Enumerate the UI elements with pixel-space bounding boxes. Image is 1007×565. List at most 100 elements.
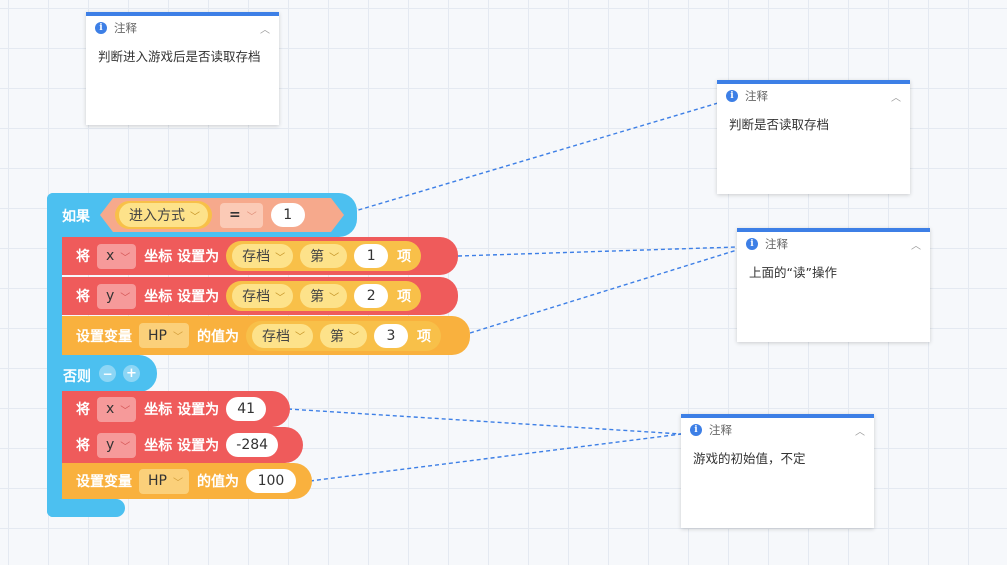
- value-input[interactable]: 100: [245, 469, 296, 493]
- index-input[interactable]: 2: [354, 284, 389, 308]
- index-mode-dropdown[interactable]: 第﹀: [300, 284, 348, 308]
- chevron-down-icon: ﹀: [120, 292, 131, 304]
- connector-line: [469, 249, 738, 334]
- item-suffix: 项: [397, 249, 412, 265]
- note-title: 注释: [745, 89, 768, 103]
- list-item-reporter[interactable]: 存档﹀ 第﹀ 2 项: [226, 281, 422, 311]
- chevron-up-icon[interactable]: ︿: [260, 24, 270, 36]
- block-label: 将: [76, 249, 90, 265]
- connector-line: [457, 246, 738, 257]
- index-mode-dropdown[interactable]: 第﹀: [300, 244, 348, 268]
- list-item-reporter[interactable]: 存档﹀ 第﹀ 1 项: [226, 241, 422, 271]
- item-suffix: 项: [416, 328, 431, 345]
- connector-line: [309, 433, 682, 482]
- axis-dropdown[interactable]: x﹀: [97, 243, 137, 269]
- note-text[interactable]: 判断是否读取存档: [729, 117, 830, 132]
- chevron-down-icon: ﹀: [190, 211, 200, 223]
- chevron-down-icon: ﹀: [275, 292, 286, 304]
- set-x-from-save-block[interactable]: 将 x﹀ 坐标 设置为 存档﹀ 第﹀ 1 项: [62, 237, 458, 275]
- else-label: 否则: [63, 369, 91, 385]
- chevron-down-icon: ﹀: [246, 211, 257, 223]
- block-label: 坐标 设置为: [144, 249, 220, 265]
- chevron-down-icon: ﹀: [348, 332, 359, 343]
- condition-hexagon[interactable]: 进入方式 ﹀ = ﹀ 1: [100, 198, 344, 232]
- axis-dropdown[interactable]: x﹀: [97, 396, 137, 422]
- axis-label: y: [106, 437, 115, 453]
- list-label: 存档: [242, 289, 271, 305]
- set-y-default-block[interactable]: 将 y﹀ 坐标 设置为 -284: [62, 427, 303, 463]
- block-label: 坐标 设置为: [144, 402, 220, 418]
- minus-button[interactable]: −: [99, 365, 116, 382]
- list-dropdown[interactable]: 存档﹀: [232, 244, 294, 268]
- block-label: 将: [76, 289, 90, 305]
- note-title: 注释: [709, 423, 732, 437]
- set-x-default-block[interactable]: 将 x﹀ 坐标 设置为 41: [62, 391, 290, 427]
- plus-icon: +: [126, 366, 137, 381]
- index-input[interactable]: 1: [354, 244, 389, 268]
- chevron-down-icon: ﹀: [120, 405, 131, 417]
- chevron-down-icon: ﹀: [329, 292, 340, 304]
- note-text[interactable]: 游戏的初始值，不定: [693, 451, 806, 466]
- if-block-footer: [47, 499, 125, 517]
- variable-dropdown[interactable]: HP﹀: [139, 468, 189, 494]
- info-icon: i: [690, 424, 702, 436]
- set-hp-default-block[interactable]: 设置变量 HP﹀ 的值为 100: [62, 463, 312, 499]
- block-label: 坐标 设置为: [144, 289, 220, 305]
- note-header[interactable]: i 注释 ︿: [717, 84, 910, 108]
- note-title: 注释: [765, 237, 788, 251]
- chevron-up-icon[interactable]: ︿: [855, 426, 865, 438]
- comment-note[interactable]: i 注释 ︿ 判断进入游戏后是否读取存档: [86, 12, 279, 125]
- comment-note[interactable]: i 注释 ︿ 上面的“读”操作: [737, 228, 930, 342]
- chevron-down-icon: ﹀: [172, 477, 183, 489]
- variable-dropdown[interactable]: HP ﹀: [139, 323, 189, 348]
- list-dropdown[interactable]: 存档 ﹀: [251, 323, 313, 348]
- note-header[interactable]: i 注释 ︿: [737, 232, 930, 256]
- chevron-down-icon: ﹀: [294, 332, 305, 343]
- list-item-reporter[interactable]: 存档 ﹀ 第﹀ 3 项: [245, 320, 441, 351]
- list-label: 存档: [261, 328, 290, 345]
- chevron-down-icon: ﹀: [120, 441, 131, 453]
- note-header[interactable]: i 注释 ︿: [86, 16, 279, 40]
- variable-label: HP: [148, 327, 167, 344]
- list-dropdown[interactable]: 存档 ﹀: [232, 284, 294, 308]
- note-header[interactable]: i 注释 ︿: [681, 418, 874, 442]
- operator-dropdown[interactable]: = ﹀: [220, 203, 263, 228]
- block-label: 设置变量: [76, 474, 132, 490]
- note-text[interactable]: 判断进入游戏后是否读取存档: [98, 49, 261, 64]
- block-label: 坐标 设置为: [144, 438, 220, 454]
- note-title: 注释: [114, 21, 137, 35]
- block-label: 的值为: [196, 328, 239, 345]
- index-mode-dropdown[interactable]: 第﹀: [319, 323, 367, 348]
- axis-dropdown[interactable]: y﹀: [97, 432, 137, 458]
- connector-line: [287, 408, 682, 435]
- chevron-down-icon: ﹀: [172, 332, 183, 343]
- info-icon: i: [95, 22, 107, 34]
- plus-button[interactable]: +: [123, 365, 140, 382]
- axis-label: y: [106, 288, 115, 304]
- value-input[interactable]: 41: [226, 397, 267, 421]
- condition-value-input[interactable]: 1: [271, 203, 305, 227]
- block-label: 的值为: [196, 474, 239, 490]
- info-icon: i: [726, 90, 738, 102]
- block-label: 将: [76, 438, 90, 454]
- connector-line: [344, 102, 719, 215]
- block-label: 将: [76, 402, 90, 418]
- index-mode-label: 第: [310, 289, 325, 305]
- index-mode-label: 第: [310, 249, 325, 265]
- item-suffix: 项: [397, 289, 412, 305]
- chevron-up-icon[interactable]: ︿: [891, 92, 901, 104]
- operator-label: =: [229, 207, 241, 223]
- axis-dropdown[interactable]: y﹀: [97, 283, 137, 309]
- comment-note[interactable]: i 注释 ︿ 判断是否读取存档: [717, 80, 910, 194]
- entry-mode-dropdown[interactable]: 进入方式 ﹀: [119, 203, 208, 227]
- entry-mode-reporter[interactable]: 进入方式 ﹀: [115, 201, 212, 229]
- index-input[interactable]: 3: [373, 323, 408, 348]
- chevron-up-icon[interactable]: ︿: [911, 240, 921, 252]
- set-y-from-save-block[interactable]: 将 y﹀ 坐标 设置为 存档﹀ 第﹀ 2 项: [62, 277, 458, 315]
- chevron-down-icon: ﹀: [329, 252, 340, 264]
- note-text[interactable]: 上面的“读”操作: [749, 265, 837, 280]
- set-hp-from-save-block[interactable]: 设置变量 HP﹀ 的值为 存档﹀ 第﹀ 3 项: [62, 316, 470, 355]
- comment-note[interactable]: i 注释 ︿ 游戏的初始值，不定: [681, 414, 874, 528]
- entry-mode-label: 进入方式: [129, 208, 185, 224]
- value-input[interactable]: -284: [226, 433, 279, 457]
